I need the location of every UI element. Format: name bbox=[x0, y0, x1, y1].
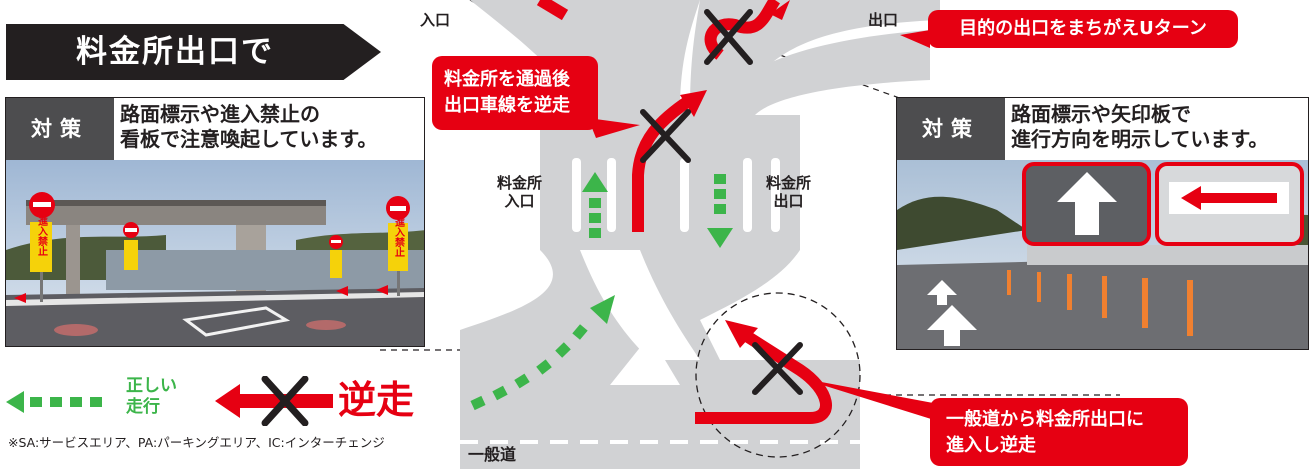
measure-text-right: 路面標示や矢印板で 進行方向を明示しています。 bbox=[1011, 102, 1268, 152]
inset-up-arrow bbox=[1022, 162, 1151, 246]
callout-general: 一般道から料金所出口に 進入し逆走 bbox=[930, 398, 1188, 466]
legend-correct-line1: 正しい bbox=[126, 376, 177, 396]
red-arrow-general bbox=[695, 329, 832, 424]
measure-box-left: 対策 路面標示や進入禁止の 看板で注意喚起しています。 bbox=[5, 97, 425, 347]
measure-text-left: 路面標示や進入禁止の 看板で注意喚起しています。 bbox=[120, 102, 377, 152]
sign-text-left: 進入禁止 bbox=[36, 215, 49, 256]
legend-wrong-arrow bbox=[215, 376, 333, 426]
measure-box-right: 対策 路面標示や矢印板で 進行方向を明示しています。 bbox=[896, 97, 1309, 350]
callout-general-line1: 一般道から料金所出口に bbox=[946, 409, 1144, 430]
photo-toll-exit-signs: 進入禁止 進入禁止 bbox=[6, 160, 424, 346]
measure-tag-left: 対策 bbox=[6, 98, 114, 160]
footnote: ※SA:サービスエリア、PA:パーキングエリア、IC:インターチェンジ bbox=[8, 435, 385, 450]
callout-pointers bbox=[588, 30, 960, 428]
green-curve-arrow bbox=[470, 295, 615, 411]
callout-general-line2: 進入し逆走 bbox=[946, 435, 1036, 456]
measure-left-line2: 看板で注意喚起しています。 bbox=[120, 127, 378, 151]
label-toll-exit-line1: 料金所 bbox=[766, 174, 812, 192]
red-arrow-top-left bbox=[536, 0, 569, 21]
label-toll-entrance-line2: 入口 bbox=[504, 192, 535, 210]
legend-correct-arrow bbox=[6, 391, 102, 413]
callout-after-toll-line1: 料金所を通過後 bbox=[444, 69, 570, 90]
label-toll-entrance: 料金所 入口 bbox=[497, 174, 542, 210]
page-title: 料金所出口で bbox=[76, 34, 274, 70]
green-arrow-up bbox=[582, 172, 608, 192]
measure-right-line1: 路面標示や矢印板で bbox=[1011, 102, 1191, 126]
inset-left-arrow-board bbox=[1155, 162, 1304, 246]
no-entry-sign-left: 進入禁止 bbox=[29, 192, 55, 302]
highlight-circle bbox=[695, 292, 861, 458]
callout-uturn-text: 目的の出口をまちがえUターン bbox=[959, 18, 1207, 39]
no-entry-sign-mid bbox=[123, 222, 343, 278]
label-toll-entrance-line1: 料金所 bbox=[497, 174, 543, 192]
label-toll-exit: 料金所 出口 bbox=[766, 174, 811, 210]
label-toll-exit-line2: 出口 bbox=[773, 192, 804, 210]
header-banner: 料金所出口で bbox=[6, 24, 381, 80]
x-marks bbox=[640, 9, 803, 395]
legend-correct-line2: 走行 bbox=[126, 397, 160, 417]
no-entry-sign-right: 進入禁止 bbox=[386, 196, 410, 296]
green-arrow-down bbox=[707, 228, 733, 248]
callout-uturn: 目的の出口をまちがえUターン bbox=[928, 10, 1238, 48]
callout-after-toll: 料金所を通過後 出口車線を逆走 bbox=[432, 56, 598, 130]
sign-text-right: 進入禁止 bbox=[393, 216, 406, 257]
legend-correct-label: 正しい 走行 bbox=[126, 376, 177, 418]
label-entrance-top: 入口 bbox=[420, 11, 451, 29]
legend-wrong-label: 逆走 bbox=[338, 378, 415, 422]
x-mark-general bbox=[752, 342, 803, 395]
measure-left-line1: 路面標示や進入禁止の bbox=[120, 102, 320, 126]
correct-direction-arrows bbox=[470, 172, 733, 411]
measure-tag-right: 対策 bbox=[897, 98, 1005, 160]
x-mark-toll bbox=[640, 109, 691, 163]
measure-right-line2: 進行方向を明示しています。 bbox=[1011, 127, 1269, 151]
road-network bbox=[460, 0, 940, 469]
label-exit-top: 出口 bbox=[868, 11, 899, 29]
callout-after-toll-line2: 出口車線を逆走 bbox=[444, 95, 570, 116]
photo-road-arrows bbox=[897, 160, 1308, 349]
toll-lane-markings bbox=[572, 158, 780, 232]
label-general-road: 一般道 bbox=[468, 445, 517, 464]
x-mark-top bbox=[704, 9, 753, 65]
red-arrow-toll bbox=[632, 95, 694, 232]
